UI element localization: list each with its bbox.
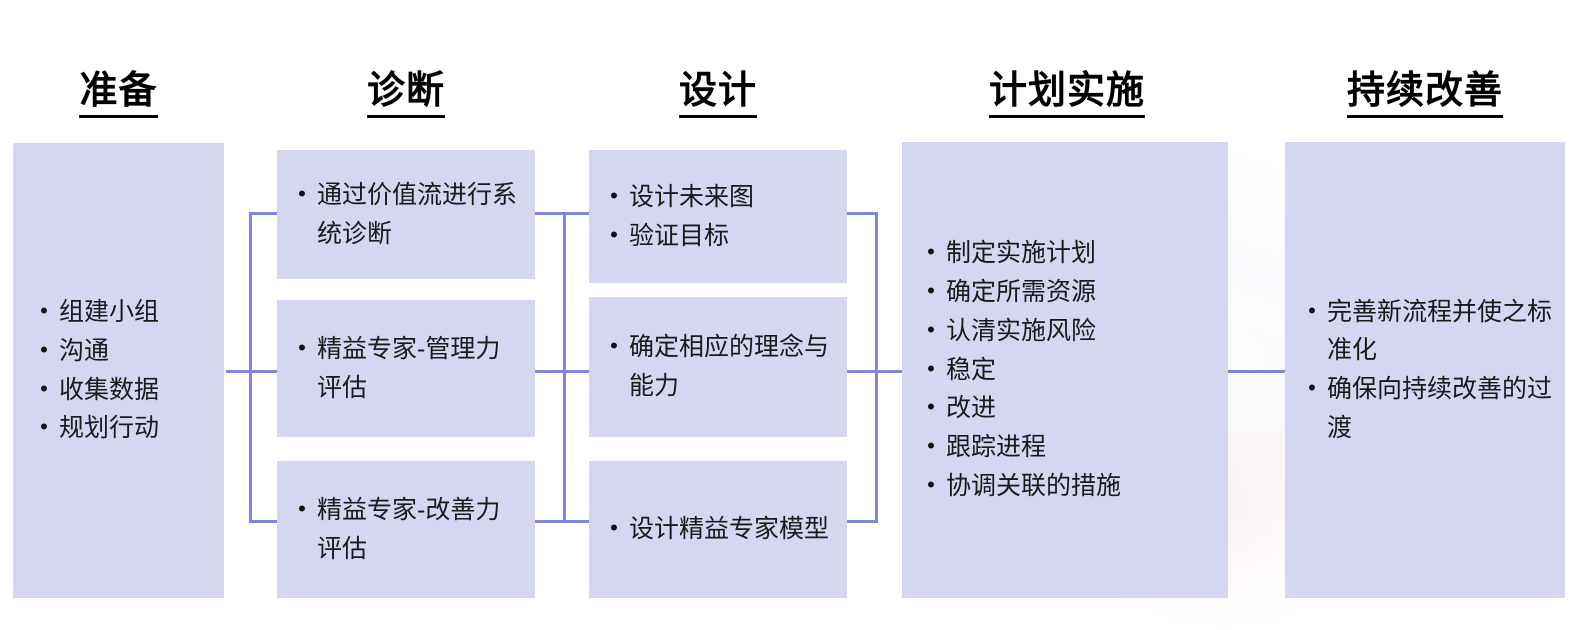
bullet-dot-icon: • bbox=[1308, 375, 1316, 400]
connector-to-design-box-2 bbox=[563, 370, 591, 373]
bullet-dot-icon: • bbox=[610, 333, 618, 359]
list-item: • 制定实施计划 bbox=[916, 234, 1214, 273]
column-header-continuous-improvement: 持续改善 bbox=[1285, 72, 1565, 118]
bullet-dot-icon: • bbox=[927, 316, 935, 342]
list-item: • 跟踪进程 bbox=[916, 428, 1214, 467]
connector-from-design-box-1 bbox=[847, 212, 878, 215]
bullet-list-design-2: • 确定相应的理念与能力 bbox=[599, 328, 837, 406]
column-header-diagnose: 诊断 bbox=[277, 72, 535, 118]
connector-to-diagnose-box-1 bbox=[249, 212, 279, 215]
list-item: • 通过价值流进行系统诊断 bbox=[287, 176, 525, 254]
content-box-continuous-improvement[interactable]: • 完善新流程并使之标准化 • 确保向持续改善的过渡 bbox=[1285, 142, 1565, 598]
column-header-diagnose-label: 诊断 bbox=[366, 72, 445, 118]
connector-from-diagnose-box-1 bbox=[535, 212, 566, 215]
content-box-diagnose-3[interactable]: • 精益专家-改善力评估 bbox=[277, 461, 535, 598]
bullet-list-prepare: • 组建小组 • 沟通 • 收集数据 • 规划行动 bbox=[29, 293, 208, 448]
list-item: • 沟通 bbox=[29, 332, 208, 371]
bullet-dot-icon: • bbox=[610, 515, 618, 541]
list-item: • 改进 bbox=[916, 389, 1214, 428]
content-box-prepare[interactable]: • 组建小组 • 沟通 • 收集数据 • 规划行动 bbox=[13, 143, 224, 598]
bullet-dot-icon: • bbox=[927, 355, 935, 381]
connector-from-diagnose-box-2 bbox=[535, 370, 566, 373]
bullet-dot-icon: • bbox=[298, 180, 306, 206]
connector-to-diagnose-box-2 bbox=[249, 370, 279, 373]
list-item: • 确定相应的理念与能力 bbox=[599, 328, 837, 406]
connector-design-plan-bus bbox=[875, 212, 878, 523]
connector-to-diagnose-box-3 bbox=[249, 520, 279, 523]
bullet-dot-icon: • bbox=[40, 414, 48, 440]
bullet-dot-icon: • bbox=[927, 239, 935, 265]
column-header-plan-implement-label: 计划实施 bbox=[988, 72, 1145, 118]
list-item: • 协调关联的措施 bbox=[916, 467, 1214, 506]
connector-plan-to-improve bbox=[1228, 370, 1286, 373]
bullet-list-diagnose-3: • 精益专家-改善力评估 bbox=[287, 491, 525, 569]
bullet-list-diagnose-1: • 通过价值流进行系统诊断 bbox=[287, 176, 525, 254]
bullet-dot-icon: • bbox=[610, 182, 618, 208]
list-item: • 完善新流程并使之标准化 bbox=[1297, 293, 1553, 371]
bullet-dot-icon: • bbox=[40, 298, 48, 323]
list-item: • 设计未来图 bbox=[599, 178, 837, 217]
bullet-dot-icon: • bbox=[40, 375, 48, 401]
list-item: • 确定所需资源 bbox=[916, 273, 1214, 312]
content-box-diagnose-2[interactable]: • 精益专家-管理力评估 bbox=[277, 300, 535, 437]
column-header-continuous-improvement-label: 持续改善 bbox=[1346, 72, 1503, 118]
bullet-dot-icon: • bbox=[40, 336, 48, 362]
content-box-design-2[interactable]: • 确定相应的理念与能力 bbox=[589, 297, 847, 437]
list-item: • 验证目标 bbox=[599, 217, 837, 256]
bullet-dot-icon: • bbox=[298, 334, 306, 360]
connector-diagnose-bus bbox=[249, 212, 252, 523]
list-item: • 认清实施风险 bbox=[916, 312, 1214, 351]
column-header-prepare-label: 准备 bbox=[79, 72, 158, 118]
bullet-dot-icon: • bbox=[927, 278, 935, 304]
bullet-list-design-1: • 设计未来图 • 验证目标 bbox=[599, 178, 837, 256]
connector-to-design-box-1 bbox=[563, 212, 591, 215]
list-item: • 确保向持续改善的过渡 bbox=[1297, 370, 1553, 448]
column-header-design: 设计 bbox=[589, 72, 847, 118]
bullet-dot-icon: • bbox=[927, 471, 935, 497]
list-item: • 组建小组 bbox=[29, 293, 208, 332]
connector-prepare-to-diagnose-stem bbox=[226, 370, 252, 373]
content-box-design-3[interactable]: • 设计精益专家模型 bbox=[589, 461, 847, 598]
content-box-plan-implement[interactable]: • 制定实施计划 • 确定所需资源 • 认清实施风险 • 稳定 • 改进 • 跟… bbox=[902, 142, 1228, 598]
bullet-dot-icon: • bbox=[298, 495, 306, 521]
column-header-design-label: 设计 bbox=[678, 72, 757, 118]
bullet-dot-icon: • bbox=[1308, 297, 1316, 323]
list-item: • 规划行动 bbox=[29, 409, 208, 448]
bullet-list-diagnose-2: • 精益专家-管理力评估 bbox=[287, 330, 525, 408]
connector-from-design-box-3 bbox=[847, 520, 878, 523]
connector-from-design-box-2 bbox=[847, 370, 875, 373]
connector-from-diagnose-box-3 bbox=[535, 520, 566, 523]
bullet-list-plan-implement: • 制定实施计划 • 确定所需资源 • 认清实施风险 • 稳定 • 改进 • 跟… bbox=[916, 234, 1214, 505]
list-item: • 收集数据 bbox=[29, 371, 208, 410]
list-item: • 稳定 bbox=[916, 351, 1214, 390]
list-item: • 精益专家-管理力评估 bbox=[287, 330, 525, 408]
list-item: • 设计精益专家模型 bbox=[599, 510, 837, 549]
connector-to-plan-box bbox=[875, 370, 903, 373]
bullet-dot-icon: • bbox=[927, 433, 935, 459]
connector-to-design-box-3 bbox=[563, 520, 591, 523]
bullet-dot-icon: • bbox=[927, 394, 935, 420]
column-header-prepare: 准备 bbox=[13, 72, 224, 118]
connector-diagnose-design-bus bbox=[563, 212, 566, 523]
bullet-dot-icon: • bbox=[610, 221, 618, 247]
content-box-design-1[interactable]: • 设计未来图 • 验证目标 bbox=[589, 150, 847, 283]
content-box-diagnose-1[interactable]: • 通过价值流进行系统诊断 bbox=[277, 150, 535, 279]
bullet-list-continuous-improvement: • 完善新流程并使之标准化 • 确保向持续改善的过渡 bbox=[1297, 293, 1553, 448]
list-item: • 精益专家-改善力评估 bbox=[287, 491, 525, 569]
bullet-list-design-3: • 设计精益专家模型 bbox=[599, 510, 837, 549]
column-header-plan-implement: 计划实施 bbox=[900, 72, 1234, 118]
